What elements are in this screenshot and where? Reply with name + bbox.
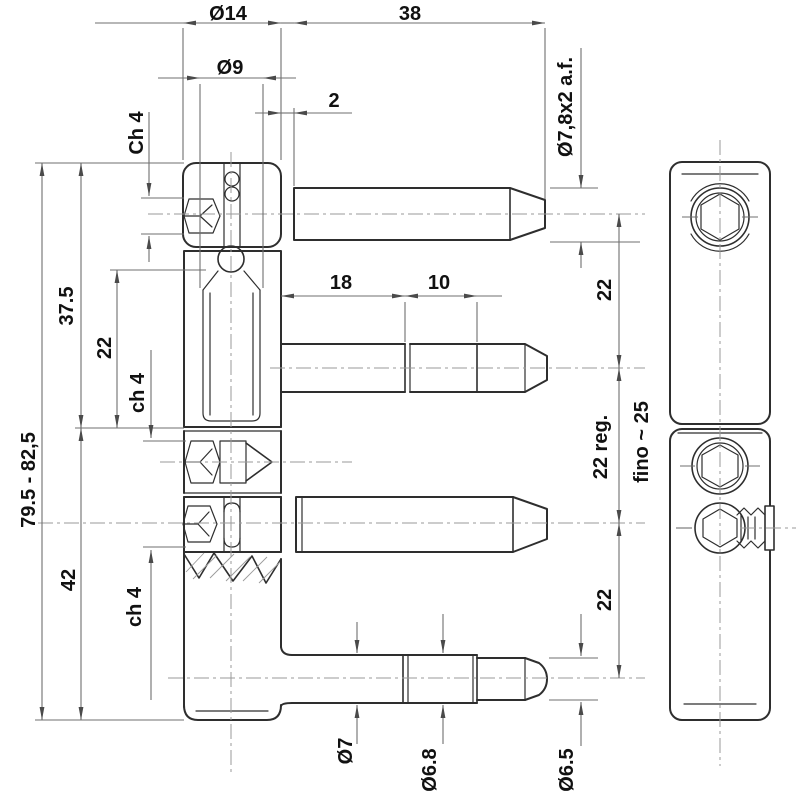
label-10: 10 [428, 272, 450, 294]
break-hatch [183, 552, 282, 584]
side-lower-leaf [669, 428, 775, 721]
bottom-body [183, 551, 293, 721]
label-22-reg: 22 reg. [590, 415, 612, 479]
label-total-height: 79.5 - 82,5 [18, 432, 40, 528]
label-dia6-8: Ø6.8 [419, 748, 441, 791]
label-pin-spec: Ø7,8x2 a.f. [555, 57, 577, 157]
label-37-5: 37.5 [56, 287, 78, 326]
label-ch4-mid: ch 4 [127, 372, 149, 413]
top-knuckle-outline [182, 162, 282, 248]
label-dia6-5: Ø6.5 [556, 748, 578, 791]
label-38: 38 [399, 3, 421, 25]
centerlines [38, 140, 796, 772]
label-left-22: 22 [94, 337, 116, 359]
label-ch4-top: Ch 4 [126, 110, 148, 154]
hinge-body [183, 245, 282, 432]
label-42: 42 [58, 569, 80, 591]
pivot-ball [217, 245, 245, 273]
label-dia7: Ø7 [335, 738, 357, 765]
top-knuckle [182, 162, 282, 248]
adjustment-screw [183, 430, 282, 498]
lower-frame-pin [295, 496, 548, 553]
label-fino-25: fino ~ 25 [631, 401, 653, 483]
bottom-screw-pin [291, 654, 548, 704]
label-18: 18 [330, 272, 352, 294]
ball-detent-lower [224, 186, 240, 202]
side-view [669, 161, 775, 721]
pin-tip [524, 657, 548, 701]
hex-recess-low [702, 508, 738, 548]
label-ch4-bot: ch 4 [124, 586, 146, 627]
label-dia9: Ø9 [217, 57, 244, 79]
label-2: 2 [328, 90, 339, 112]
break-line [183, 552, 282, 584]
label-right-22-bot: 22 [594, 589, 616, 611]
dimension-labels: Ø14 38 Ø9 2 Ø7,8x2 a.f. Ch 4 37.5 22 ch … [18, 3, 653, 792]
front-view [182, 162, 548, 721]
lower-knuckle [182, 496, 282, 553]
dimensions [35, 20, 640, 746]
label-dia14: Ø14 [209, 3, 248, 25]
label-right-22-top: 22 [594, 279, 616, 301]
ball-detent-upper [224, 171, 240, 187]
